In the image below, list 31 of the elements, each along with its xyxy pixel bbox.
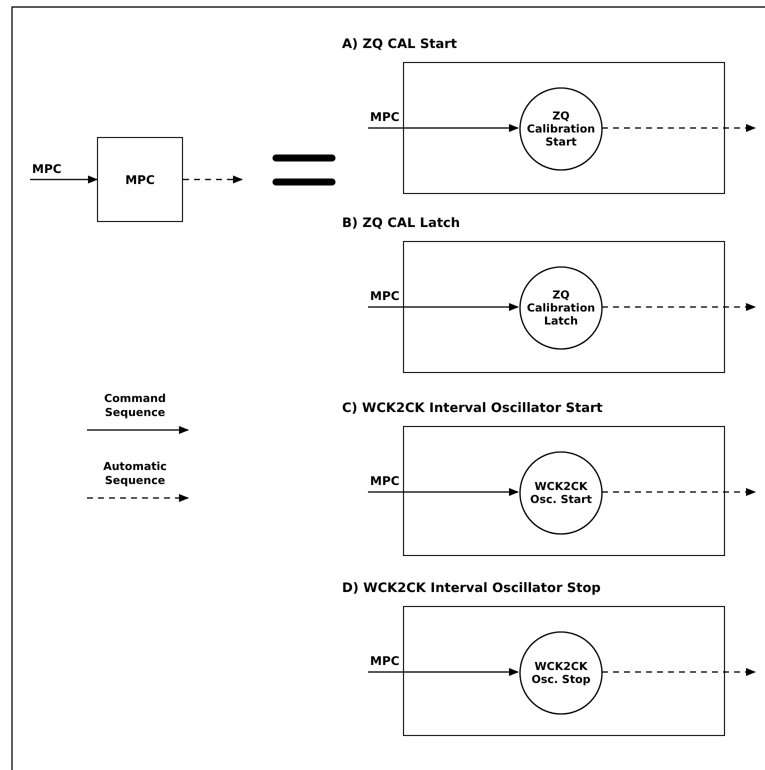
edge-label: MPC	[370, 289, 400, 303]
arrow	[183, 176, 243, 184]
node-label: ZQ Calibration Latch	[526, 288, 596, 328]
panel-heading: B) ZQ CAL Latch	[342, 216, 460, 231]
edge-label: MPC	[370, 474, 400, 488]
edge-label: MPC	[370, 110, 400, 124]
process-circle	[519, 266, 603, 350]
node-label: WCK2CK Osc. Stop	[530, 660, 592, 686]
arrow	[30, 176, 98, 184]
legend-text: Command Sequence	[103, 392, 167, 420]
process-circle	[519, 631, 603, 715]
panel-heading: D) WCK2CK Interval Oscillator Stop	[342, 581, 601, 596]
edge-label: MPC	[370, 654, 400, 668]
process-circle	[519, 87, 603, 171]
arrow	[602, 124, 756, 132]
node-label: WCK2CK Osc. Start	[529, 480, 593, 506]
node-label: MPC	[125, 172, 155, 186]
arrow	[368, 124, 519, 132]
node-label: ZQ Calibration Start	[526, 110, 596, 148]
arrow	[368, 488, 519, 496]
arrow	[602, 303, 756, 311]
arrow	[368, 303, 519, 311]
panel-heading: A) ZQ CAL Start	[342, 37, 457, 52]
arrow	[602, 488, 756, 496]
edge-label: MPC	[32, 162, 62, 176]
panel-heading: C) WCK2CK Interval Oscillator Start	[342, 401, 603, 416]
process-circle	[519, 451, 603, 535]
arrow	[368, 668, 519, 676]
legend-text: Automatic Sequence	[102, 460, 168, 488]
process-box	[97, 137, 183, 222]
arrow	[602, 668, 756, 676]
